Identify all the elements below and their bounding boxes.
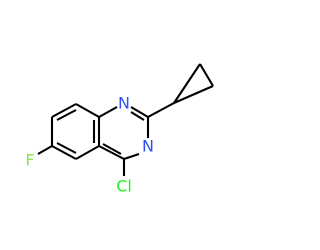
bond-cp3-cp1 (173, 63, 201, 104)
bond-c4-c4a-inner (102, 143, 122, 155)
bond-n3-c4 (123, 153, 140, 160)
bond-n1-c2 (130, 106, 149, 118)
bond-c6-f (37, 145, 53, 155)
molecule-structure: N N F Cl (25, 63, 214, 196)
bond-c6-c5 (51, 145, 77, 160)
bond-c8-c7 (51, 103, 77, 118)
bond-c4-c4a (98, 145, 125, 160)
bond-c6-c5-inner (56, 142, 77, 154)
atom-cl-label: Cl (116, 177, 132, 196)
atom-n3-label: N (142, 137, 154, 156)
atom-label-layer: N N F Cl (25, 94, 154, 196)
bond-c2-cp1 (147, 102, 175, 118)
bond-cp2-cp3 (199, 63, 214, 87)
bond-n1-c2-inner (130, 111, 145, 121)
bond-c8a-n1 (98, 106, 118, 118)
bond-layer (37, 63, 214, 176)
bond-cp1-cp2 (173, 85, 214, 104)
bond-c5-c4a (75, 145, 100, 160)
bond-c8-c7-inner (56, 109, 77, 121)
bond-c8a-c8 (75, 103, 100, 118)
atom-n1-label: N (118, 94, 130, 113)
atom-f-label: F (25, 151, 34, 170)
